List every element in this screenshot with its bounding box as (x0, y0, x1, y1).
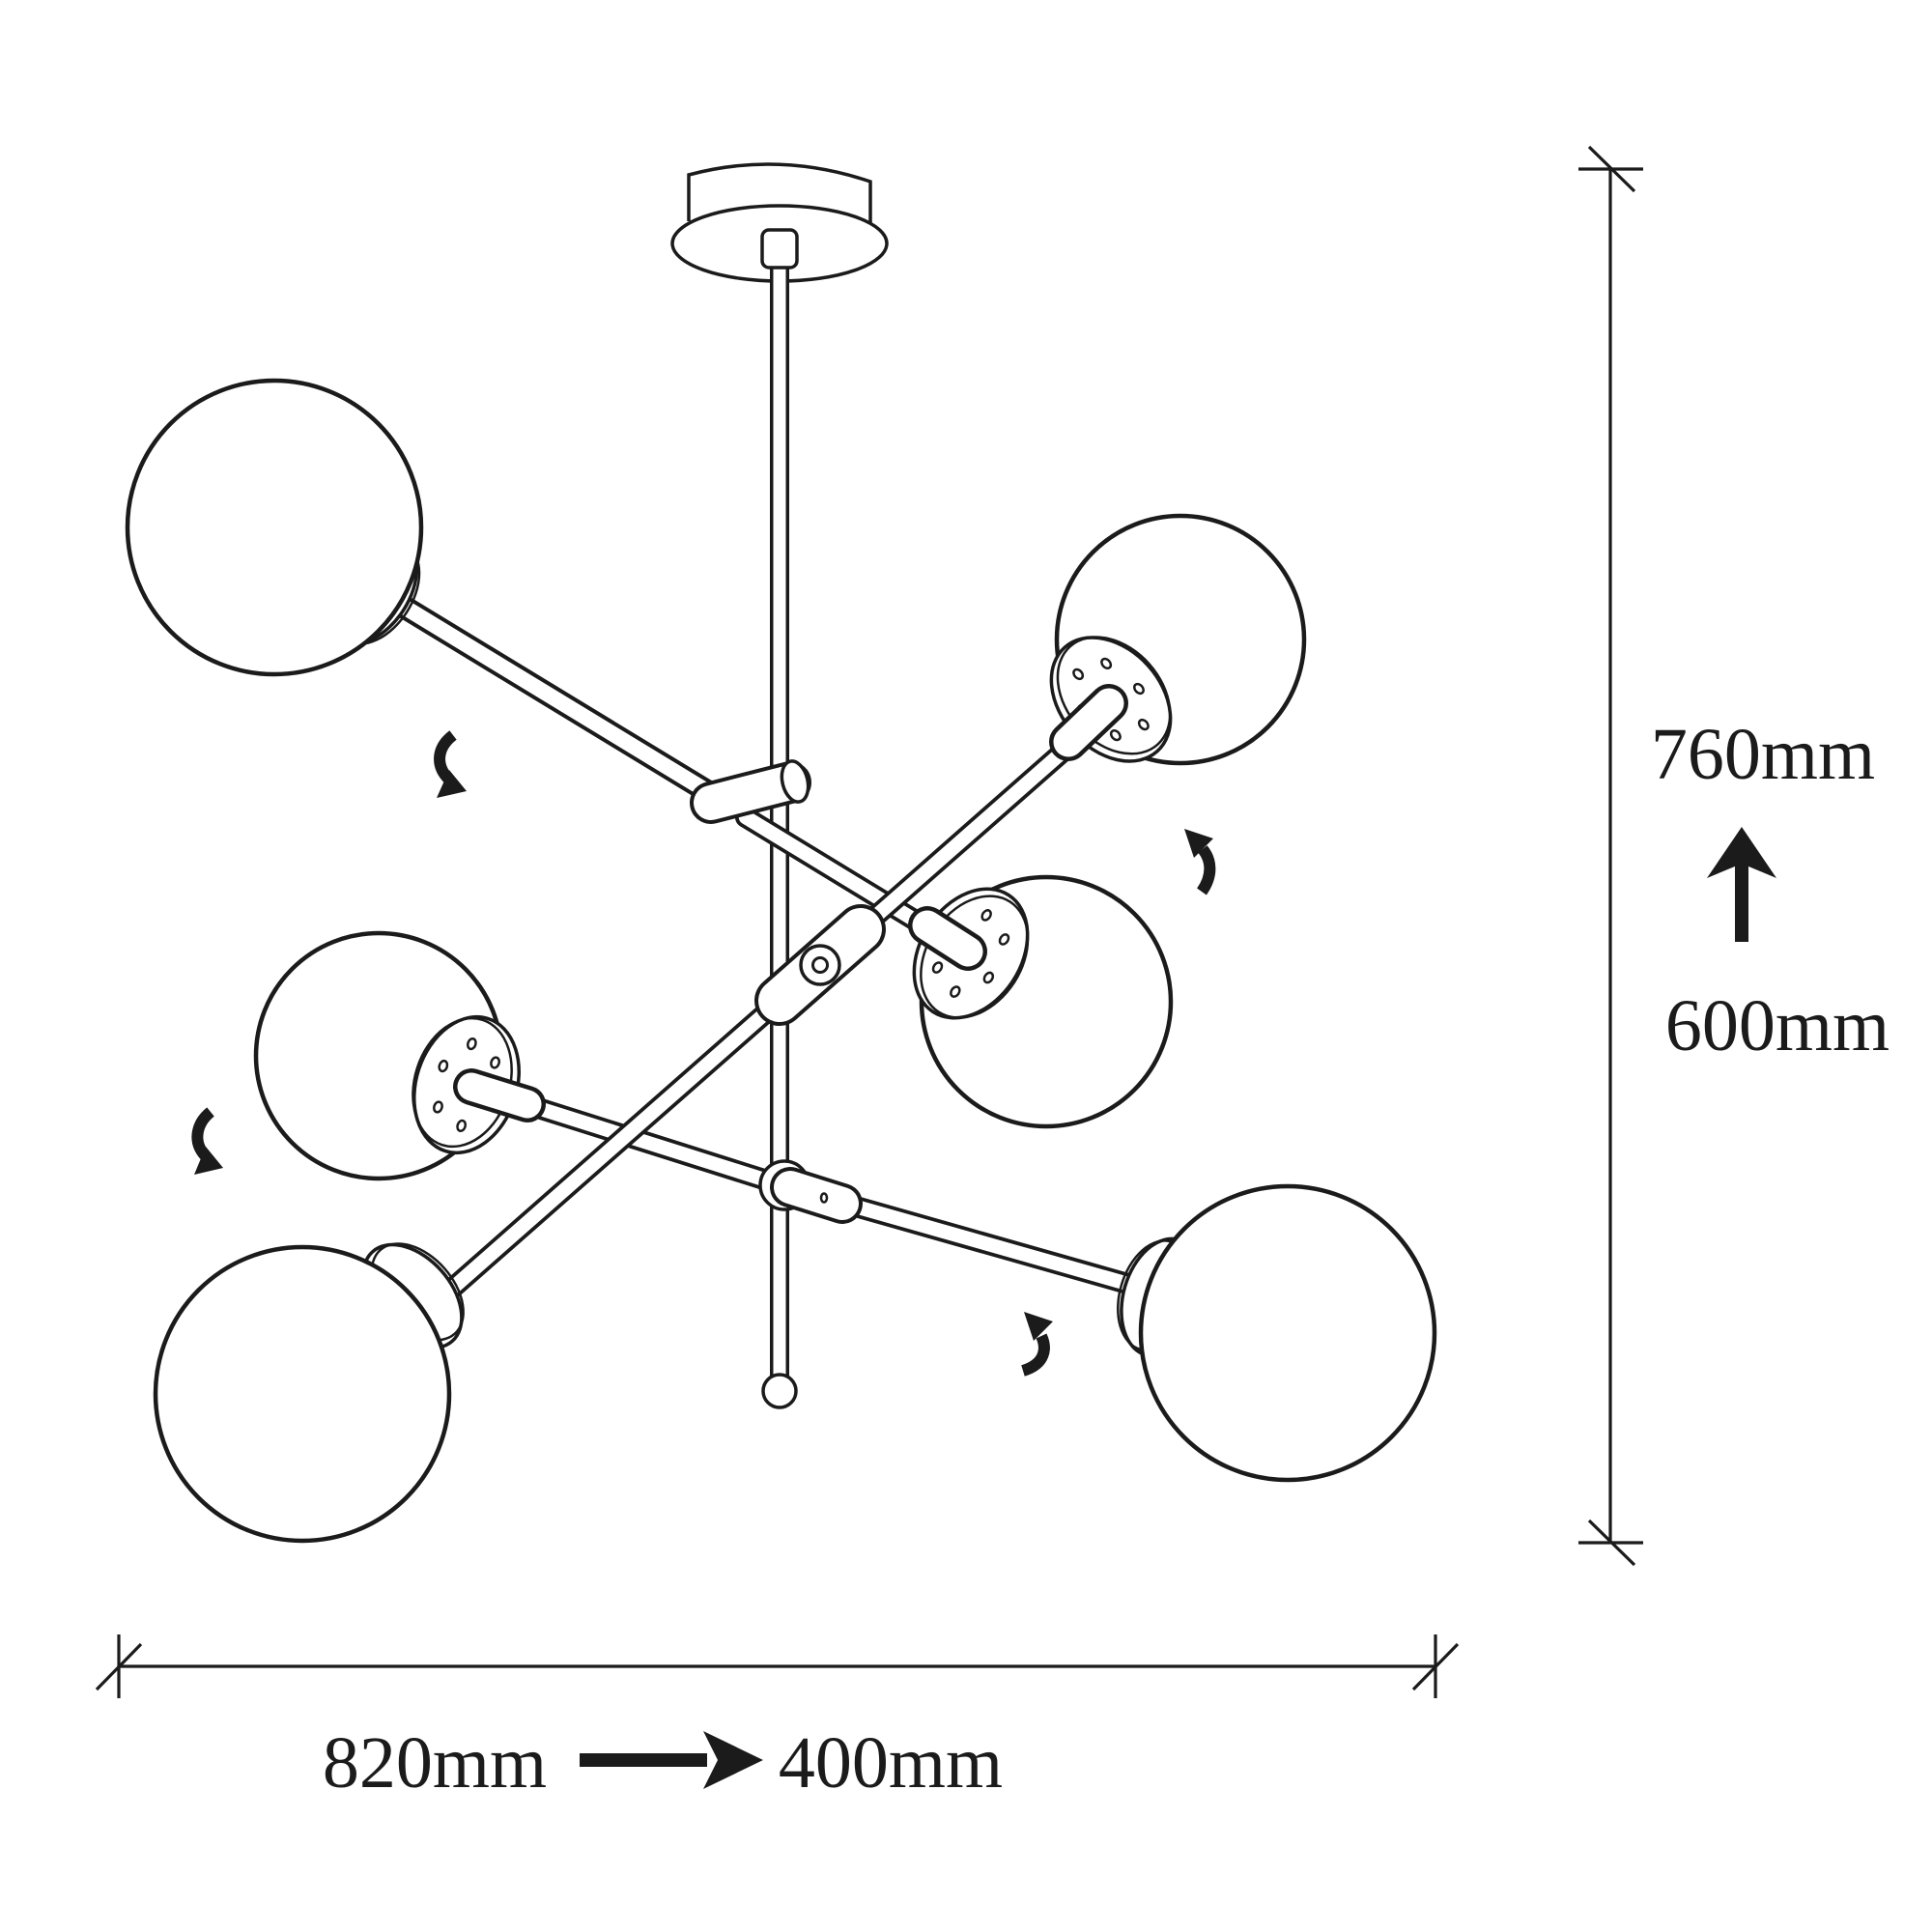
arrow-up-icon (1707, 827, 1776, 942)
vertical-dimension-slash-top (1587, 145, 1636, 193)
globe-bottom-left (153, 1244, 452, 1544)
arrow-right-icon (580, 1731, 763, 1789)
screw-holes (931, 909, 1010, 998)
horizontal-dimension: 820mm 400mm (95, 1634, 1460, 1804)
rotation-arrows (191, 730, 1216, 1377)
horizontal-dimension-slash-right (1411, 1642, 1460, 1691)
vertical-dimension: 760mm 600mm (1578, 145, 1889, 1567)
horizontal-dimension-max-label: 820mm (323, 1722, 547, 1804)
rod-end-ball (761, 1373, 798, 1409)
rotate-arrow-icon-upper-left (434, 730, 467, 798)
lower-pivot-joint (758, 1159, 863, 1224)
chandelier-drawing (125, 162, 1437, 1544)
horizontal-dimension-slash-left (95, 1642, 143, 1691)
rotate-arrow-icon-middle-left (191, 1107, 223, 1175)
middle-pivot-hinge (754, 904, 886, 1026)
vertical-dimension-slash-bottom (1587, 1519, 1636, 1567)
horizontal-dimension-min-label: 400mm (779, 1722, 1003, 1804)
globe-bottom-right (1138, 1183, 1437, 1483)
socket-stubs (453, 684, 1128, 1122)
upper-pivot-sleeve (690, 759, 811, 824)
canopy-coupler (760, 228, 799, 270)
vertical-dimension-min-label: 600mm (1665, 985, 1889, 1066)
vertical-dimension-max-label: 760mm (1651, 714, 1875, 795)
rotate-arrow-icon-lower-right (1020, 1312, 1053, 1377)
globe-top-left (125, 378, 424, 677)
rotate-arrow-icon-upper-right (1184, 829, 1216, 895)
